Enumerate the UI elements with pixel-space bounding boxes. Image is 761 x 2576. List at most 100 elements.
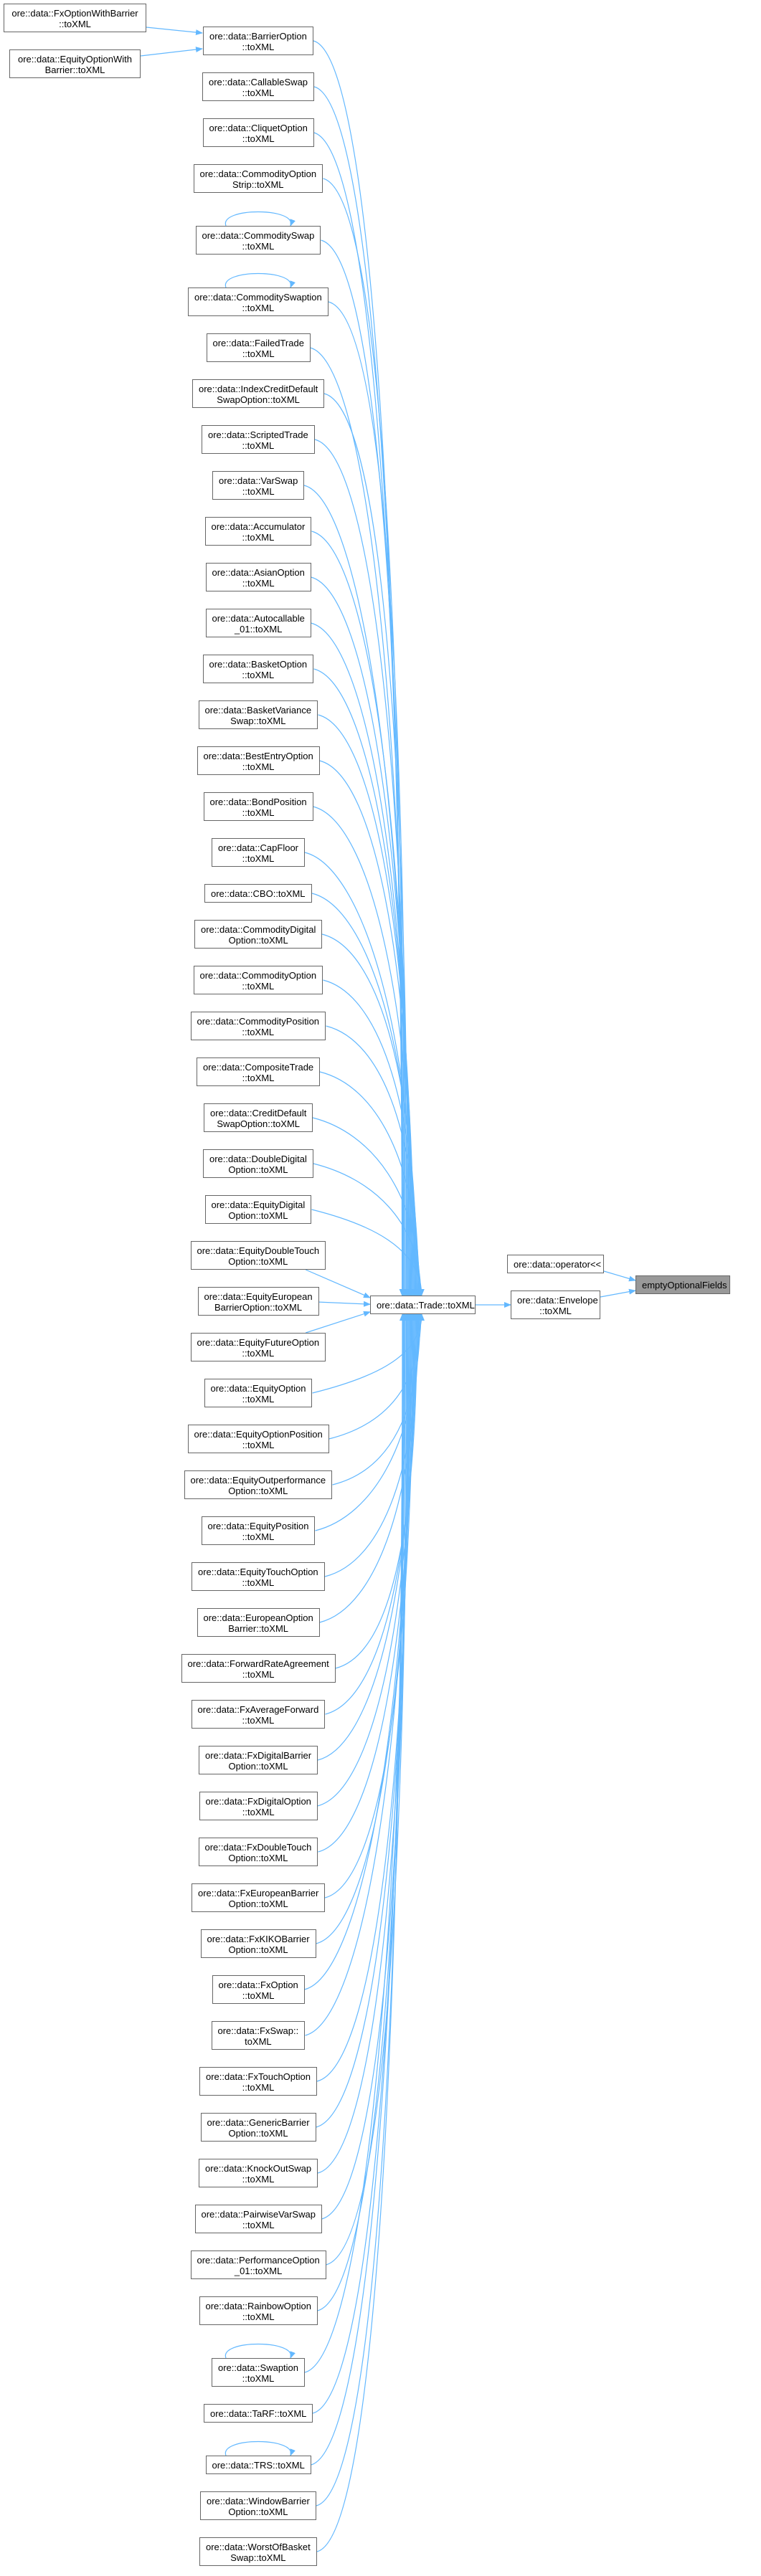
node-trade-caller[interactable]: ore::data::RainbowOption ::toXML	[199, 2296, 318, 2325]
edge-caller-to-trade	[311, 1209, 425, 1296]
edge-caller-to-trade	[316, 1313, 406, 2552]
node-trade-caller[interactable]: ore::data::BarrierOption ::toXML	[203, 27, 313, 55]
edge-caller-to-trade	[313, 1163, 424, 1296]
node-trade-caller[interactable]: ore::data::TaRF::toXML	[204, 2404, 313, 2423]
node-trade-caller[interactable]: ore::data::EquityOutperformance Option::…	[184, 1470, 333, 1499]
edge-caller-to-trade	[312, 1313, 425, 1394]
node-trade-caller[interactable]: ore::data::Autocallable _01::toXML	[205, 609, 311, 637]
edge-caller-to-trade	[335, 1313, 420, 1669]
node-trade-caller[interactable]: ore::data::CallableSwap ::toXML	[202, 72, 315, 101]
node-empty-optional-fields[interactable]: emptyOptionalFields	[635, 1275, 730, 1294]
node-trade-caller[interactable]: ore::data::CommodityPosition ::toXML	[190, 1012, 326, 1040]
edge-caller-to-trade	[317, 1313, 419, 1761]
node-trade-toxml[interactable]: ore::data::Trade::toXML	[370, 1296, 476, 1314]
edge-caller-to-trade	[316, 1313, 412, 2128]
node-trade-caller[interactable]: ore::data::EquityFutureOption ::toXML	[190, 1333, 326, 1361]
node-trade-caller[interactable]: ore::data::CliquetOption ::toXML	[202, 118, 314, 147]
edge-caller-to-trade	[323, 393, 411, 1296]
edge-caller-to-trade	[324, 1313, 417, 1898]
edge-caller-to-trade	[321, 933, 420, 1296]
node-trade-caller[interactable]: ore::data::CommoditySwap ::toXML	[195, 226, 321, 255]
node-trade-caller[interactable]: ore::data::GenericBarrier Option::toXML	[200, 2113, 316, 2142]
node-trade-caller[interactable]: ore::data::Swaption ::toXML	[212, 2358, 306, 2387]
node-trade-caller[interactable]: ore::data::EquityOption ::toXML	[204, 1379, 313, 1407]
node-trade-caller[interactable]: ore::data::IndexCreditDefault SwapOption…	[192, 379, 325, 408]
node-trade-caller[interactable]: ore::data::EquityDigital Option::toXML	[204, 1195, 312, 1224]
edge-caller-to-trade	[319, 1313, 421, 1623]
node-trade-caller[interactable]: ore::data::CommodityDigital Option::toXM…	[194, 920, 323, 949]
node-trade-caller[interactable]: ore::data::FxKIKOBarrier Option::toXML	[200, 1929, 316, 1958]
edge-caller-to-trade	[328, 1313, 424, 1440]
node-trade-caller[interactable]: ore::data::CommodityOption Strip::toXML	[193, 164, 323, 193]
node-trade-caller[interactable]: ore::data::BasketOption ::toXML	[202, 655, 314, 683]
node-trade-caller[interactable]: ore::data::CommoditySwaption ::toXML	[188, 287, 328, 316]
node-trade-caller[interactable]: ore::data::EquityEuropean BarrierOption:…	[197, 1287, 319, 1316]
node-trade-caller[interactable]: ore::data::ScriptedTrade ::toXML	[202, 425, 315, 454]
node-trade-caller[interactable]: ore::data::CommodityOption ::toXML	[193, 966, 323, 994]
edge-self-call	[225, 2344, 296, 2359]
edge-caller-to-trade	[317, 1313, 412, 2174]
node-trade-caller[interactable]: ore::data::CBO::toXML	[204, 884, 312, 903]
node-trade-caller[interactable]: ore::data::FxOption ::toXML	[212, 1975, 305, 2004]
edge-caller-to-trade	[310, 347, 410, 1296]
edge-caller-to-trade	[313, 40, 405, 1296]
edge-caller-to-trade	[316, 1313, 416, 1944]
edge-caller-to-trade	[319, 1071, 422, 1296]
edge-self-call	[225, 212, 296, 227]
node-trade-caller[interactable]: ore::data::CreditDefault SwapOption::toX…	[204, 1103, 313, 1132]
node-trade-caller[interactable]: ore::data::FxAverageForward ::toXML	[191, 1700, 326, 1729]
edge-caller-to-trade	[313, 668, 416, 1296]
node-trade-caller[interactable]: ore::data::BestEntryOption ::toXML	[197, 746, 320, 775]
node-trade-caller[interactable]: ore::data::BasketVariance Swap::toXML	[198, 700, 318, 729]
edge-fxbarrier-to-barrieroption	[146, 27, 203, 36]
edge-caller-to-trade	[314, 439, 412, 1296]
node-fx-option-with-barrier[interactable]: ore::data::FxOptionWithBarrier ::toXML	[4, 4, 146, 32]
edge-caller-to-trade	[313, 86, 406, 1296]
node-trade-caller[interactable]: ore::data::CapFloor ::toXML	[212, 838, 306, 867]
node-trade-caller[interactable]: ore::data::FailedTrade ::toXML	[206, 333, 311, 362]
node-trade-caller[interactable]: ore::data::EquityTouchOption ::toXML	[192, 1562, 325, 1591]
node-trade-caller[interactable]: ore::data::KnockOutSwap ::toXML	[199, 2159, 318, 2187]
node-envelope-toxml[interactable]: ore::data::Envelope ::toXML	[511, 1291, 600, 1319]
node-trade-caller[interactable]: ore::data::FxDoubleTouch Option::toXML	[198, 1838, 318, 1866]
node-trade-caller[interactable]: ore::data::FxDigitalOption ::toXML	[199, 1792, 318, 1820]
node-trade-caller[interactable]: ore::data::AsianOption ::toXML	[205, 563, 311, 591]
node-trade-caller[interactable]: ore::data::DoubleDigital Option::toXML	[203, 1149, 313, 1178]
edge-caller-to-trade	[317, 1313, 418, 1807]
node-trade-caller[interactable]: ore::data::WorstOfBasket Swap::toXML	[199, 2537, 317, 2566]
node-equity-option-with-barrier[interactable]: ore::data::EquityOptionWith Barrier::toX…	[9, 49, 141, 78]
node-trade-caller[interactable]: ore::data::EquityOptionPosition ::toXML	[187, 1425, 329, 1453]
edge-self-call	[225, 2441, 296, 2456]
node-trade-caller[interactable]: ore::data::EuropeanOption Barrier::toXML	[197, 1608, 320, 1637]
edge-caller-to-trade	[304, 852, 419, 1296]
edge-caller-to-trade	[303, 485, 412, 1296]
node-trade-caller[interactable]: ore::data::FxSwap:: toXML	[211, 2021, 306, 2050]
node-trade-caller[interactable]: ore::data::CompositeTrade ::toXML	[197, 1058, 321, 1086]
node-trade-caller[interactable]: ore::data::EquityPosition ::toXML	[201, 1516, 316, 1545]
edge-caller-to-trade	[311, 893, 420, 1296]
edge-caller-to-trade	[312, 1117, 423, 1296]
edge-operator-to-focus	[603, 1270, 636, 1282]
node-trade-caller[interactable]: ore::data::TRS::toXML	[205, 2456, 311, 2474]
node-trade-caller[interactable]: ore::data::FxDigitalBarrier Option::toXM…	[199, 1746, 318, 1774]
edge-caller-to-trade	[317, 1313, 410, 2311]
node-trade-caller[interactable]: ore::data::PerformanceOption _01::toXML	[190, 2251, 326, 2279]
edge-caller-to-trade	[323, 178, 407, 1296]
node-trade-caller[interactable]: ore::data::FxEuropeanBarrier Option::toX…	[192, 1883, 326, 1912]
node-trade-caller[interactable]: ore::data::BondPosition ::toXML	[203, 792, 313, 821]
node-trade-caller[interactable]: ore::data::WindowBarrier Option::toXML	[200, 2491, 316, 2520]
node-trade-caller[interactable]: ore::data::Accumulator ::toXML	[204, 517, 312, 546]
node-trade-caller[interactable]: ore::data::ForwardRateAgreement ::toXML	[181, 1654, 336, 1683]
edge-caller-to-trade	[321, 239, 409, 1296]
node-operator-stream[interactable]: ore::data::operator<<	[507, 1255, 604, 1273]
edge-caller-to-trade	[316, 1313, 413, 2082]
node-trade-caller[interactable]: ore::data::PairwiseVarSwap ::toXML	[194, 2205, 322, 2233]
node-trade-caller[interactable]: ore::data::EquityDoubleTouch Option::toX…	[190, 1241, 326, 1270]
node-trade-caller[interactable]: ore::data::VarSwap ::toXML	[212, 471, 305, 500]
edge-caller-to-trade	[318, 1313, 417, 1853]
node-trade-caller[interactable]: ore::data::FxTouchOption ::toXML	[199, 2067, 317, 2096]
edge-caller-to-trade	[321, 1313, 411, 2220]
edge-caller-to-trade	[311, 576, 415, 1296]
edge-caller-to-trade	[323, 979, 421, 1296]
